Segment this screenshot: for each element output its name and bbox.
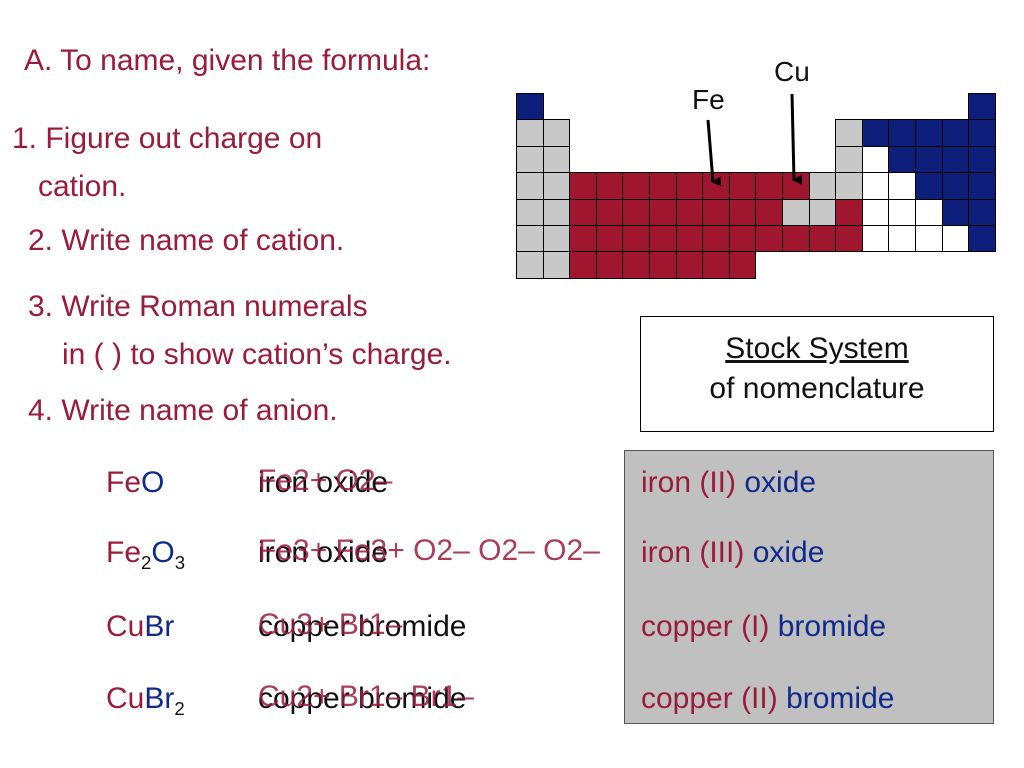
element-cell bbox=[569, 172, 597, 200]
cu-arrow bbox=[790, 93, 803, 185]
element-cell bbox=[542, 251, 571, 279]
element-cell bbox=[968, 145, 996, 174]
overlay-name-1: iron oxide bbox=[258, 466, 389, 499]
element-cell bbox=[728, 251, 757, 279]
element-cell bbox=[595, 198, 624, 226]
overlay-ions-1: Fe2+ O2– bbox=[258, 464, 393, 497]
element-cell bbox=[941, 225, 970, 253]
element-cell bbox=[861, 172, 890, 200]
fe-label: Fe bbox=[692, 84, 725, 115]
element-cell bbox=[782, 198, 810, 226]
step-1-line-1: 1. Figure out charge on bbox=[12, 122, 323, 155]
overlay-ions-3: Cu3+ Br1– bbox=[258, 608, 403, 641]
overlay-name-4: copper bromide bbox=[258, 682, 467, 715]
step-4: 4. Write name of anion. bbox=[28, 394, 338, 427]
fe-arrow bbox=[706, 119, 722, 187]
element-cell bbox=[542, 225, 571, 253]
element-cell bbox=[675, 251, 704, 279]
element-cell bbox=[915, 172, 943, 200]
element-cell bbox=[861, 225, 890, 253]
overlay-ions-2: Fe3+ Fe3+ O2– O2– O2– bbox=[258, 534, 600, 567]
step-2: 2. Write name of cation. bbox=[28, 224, 345, 257]
cu-label: Cu bbox=[774, 56, 810, 87]
element-cell bbox=[649, 251, 677, 279]
element-cell bbox=[542, 172, 571, 200]
element-cell bbox=[888, 145, 916, 174]
overlay-name-2: iron oxide bbox=[258, 536, 389, 569]
element-cell bbox=[968, 93, 996, 121]
element-cell bbox=[649, 172, 677, 200]
element-cell bbox=[595, 225, 624, 253]
overlay-name-3: copper bromide bbox=[258, 610, 467, 643]
stock-system-box: Stock System of nomenclature bbox=[640, 316, 994, 432]
element-cell bbox=[516, 251, 544, 279]
element-cell bbox=[861, 119, 890, 147]
element-cell bbox=[595, 251, 624, 279]
element-cell bbox=[622, 251, 650, 279]
answer-4: copper (II) bromide bbox=[641, 682, 895, 715]
element-cell bbox=[888, 198, 916, 226]
formula-cubr: CuBr bbox=[106, 610, 175, 643]
formula-cubr2: CuBr2 bbox=[106, 682, 185, 719]
stock-subtitle: of nomenclature bbox=[709, 372, 925, 405]
answer-2: iron (III) oxide bbox=[641, 536, 825, 569]
step-3-line-1: 3. Write Roman numerals bbox=[28, 290, 368, 323]
answer-panel bbox=[624, 450, 994, 724]
element-cell bbox=[968, 225, 996, 253]
answer-3: copper (I) bromide bbox=[641, 610, 887, 643]
element-cell bbox=[941, 145, 970, 174]
element-cell bbox=[516, 225, 544, 253]
overlay-ions-4: Cu2+ Br1– Br1– bbox=[258, 680, 474, 713]
element-cell bbox=[569, 251, 597, 279]
stock-title: Stock System bbox=[725, 332, 909, 365]
element-cell bbox=[861, 198, 890, 226]
answer-1: iron (II) oxide bbox=[641, 466, 817, 499]
element-cell bbox=[569, 198, 597, 226]
element-cell bbox=[675, 225, 704, 253]
step-3-line-2: in ( ) to show cation’s charge. bbox=[62, 338, 452, 371]
step-1-line-2: cation. bbox=[38, 170, 127, 203]
formula-feo: FeO bbox=[106, 466, 165, 499]
formula-fe2o3: Fe2O3 bbox=[106, 536, 186, 573]
element-cell bbox=[941, 172, 970, 200]
element-cell bbox=[915, 119, 943, 147]
heading: A. To name, given the formula: bbox=[24, 44, 431, 77]
element-cell bbox=[888, 225, 916, 253]
element-cell bbox=[542, 198, 571, 226]
element-cell bbox=[968, 198, 996, 226]
